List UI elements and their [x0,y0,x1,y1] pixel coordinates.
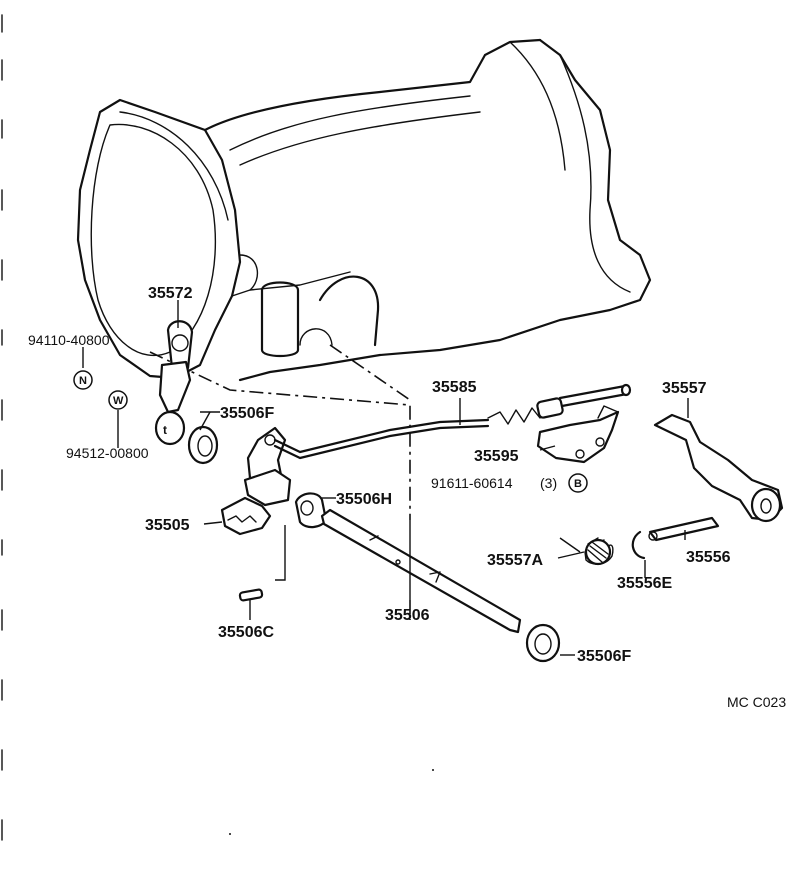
svg-text:W: W [113,395,124,407]
centerlines [149,344,411,620]
part-35505-detent-lever [220,426,292,536]
label-35506: 35506 [385,607,430,624]
label-35506F-lower: 35506F [577,648,631,665]
part-35556-pin [648,516,720,542]
scan-dots [229,769,434,835]
label-91611-60614: 91611-60614 [431,475,513,491]
label-35557A: 35557A [487,552,543,569]
label-35556: 35556 [686,549,731,566]
part-35506-shaft [320,508,522,634]
label-35506F-upper: 35506F [220,405,274,422]
part-35557A-spring [584,537,614,566]
leader-lines [82,300,689,656]
part-35506C-pin [238,588,264,602]
symbol-bolt: B [568,473,588,493]
part-35585-shift-rod [273,418,490,460]
part-35572-lever: t [154,320,194,446]
svg-text:t: t [163,423,167,437]
symbol-washer: W [108,390,128,410]
part-cable-adjuster [487,383,632,425]
svg-text:B: B [574,478,582,490]
label-94110-40800: 94110-40800 [28,332,110,348]
label-94512-00800: 94512-00800 [66,445,149,461]
part-labels: 35572 94110-40800 94512-00800 35506F 355… [28,285,786,710]
part-35595-bracket [536,405,620,464]
part-35506F-seal-upper [187,425,219,465]
label-35506C: 35506C [218,624,274,641]
label-35556E: 35556E [617,575,672,592]
label-35585: 35585 [432,379,477,396]
label-91611-qty: (3) [540,475,557,491]
label-35595: 35595 [474,448,519,465]
part-35556E-clip [631,530,646,560]
part-35506F-seal-lower [525,623,561,663]
label-35505: 35505 [145,517,190,534]
label-35572: 35572 [148,285,193,302]
svg-text:N: N [79,375,87,387]
diagram-code: MC C023 [727,694,786,710]
part-35557-lever [653,413,784,523]
symbol-nut: N [73,370,93,390]
label-35506H: 35506H [336,491,392,508]
label-35557: 35557 [662,380,707,397]
transmission-case [76,38,652,382]
